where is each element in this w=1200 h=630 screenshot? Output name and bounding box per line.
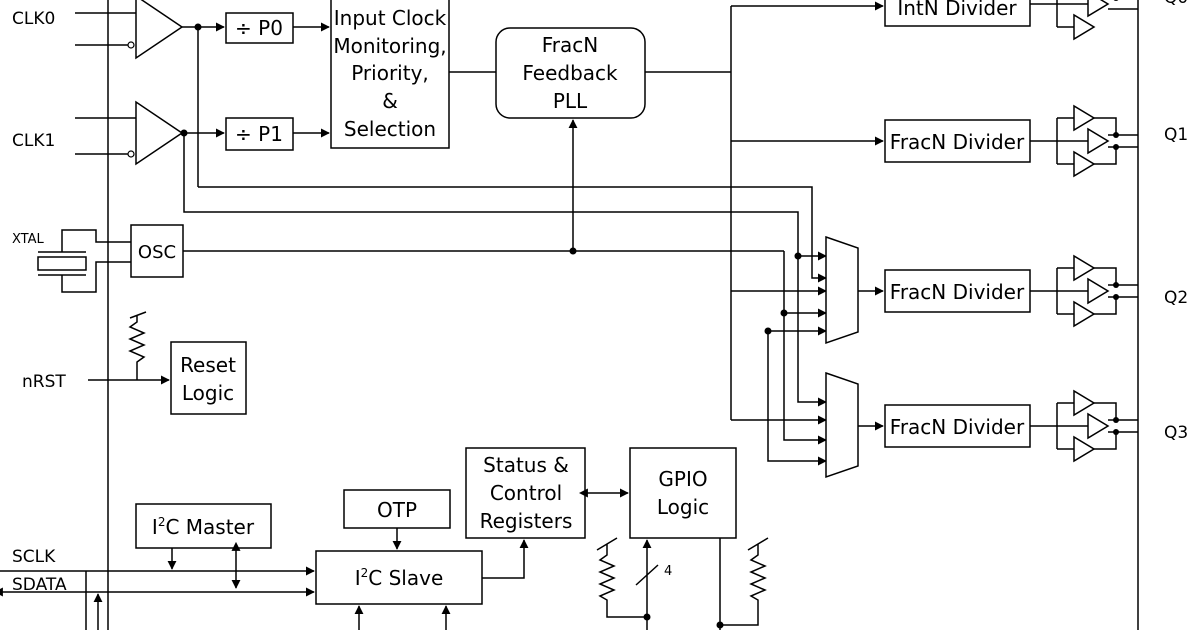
mux-b-input-4-wire [767,331,827,466]
input-clock-line-4: & [382,89,398,113]
input-clock-line-5: Selection [344,117,436,141]
status-control-registers-block [465,447,586,539]
gpio-input-pullup-resistor [596,537,647,618]
osc-to-mux-b-wire [783,251,827,445]
q3-label: Q3 [1164,423,1188,443]
input-clock-line-2: Monitoring, [333,34,446,58]
gpio-bus-width-label: 4 [664,564,672,579]
fracn-divider-q1-block [884,119,1031,163]
reset-logic-block [170,341,247,415]
i2c-slave-label: I2C Slave [355,566,444,590]
clk1-to-mux-b-wire [183,133,827,407]
crystal-top-wire [61,229,131,252]
intn-divider-block [884,0,1031,27]
fracn-divider-q3-label: FracN Divider [890,415,1025,439]
gpio-bus-slash [635,564,659,586]
fracn-divider-q2-label: FracN Divider [890,280,1025,304]
p0-label: ÷ P0 [235,16,283,40]
status-line-3: Registers [480,509,573,533]
i2c-master-label: I2C Master [152,515,255,539]
clk0-inv-bubble [127,41,135,49]
pll-line-1: FracN [542,33,598,57]
clk1-label: CLK1 [12,131,55,151]
q1-output-drivers [1030,104,1138,178]
input-clock-monitor-block [330,0,450,149]
q2-output-drivers [1030,254,1138,328]
pll-block [495,27,646,119]
gpio-line-2: Logic [657,495,709,519]
clk0-buffer [135,0,184,60]
q2-label: Q2 [1164,288,1188,308]
osc-block [130,224,184,278]
clk1-inv-bubble [127,150,135,158]
status-line-2: Control [490,481,562,505]
gpio-line-1: GPIO [658,467,707,491]
nrst-pullup-resistor [128,311,147,380]
otp-label: OTP [377,498,417,522]
gpio-logic-block [629,447,737,539]
mux-a [825,235,859,345]
p0-divider-block [225,12,294,44]
clk0-to-mux-a-wire [198,186,827,283]
pll-line-3: PLL [553,89,588,113]
nrst-label: nRST [22,372,66,392]
input-clock-line-3: Priority, [351,61,429,85]
reset-logic-line-2: Logic [182,381,234,405]
fracn-divider-q3-block [884,404,1031,448]
pll-line-2: Feedback [522,61,618,85]
reset-logic-line-1: Reset [180,353,236,377]
status-line-1: Status & [483,453,569,477]
p1-divider-block [225,117,294,151]
gpio-output-pullup-resistor [720,537,769,626]
q1-label: Q1 [1164,125,1188,145]
fracn-divider-q1-label: FracN Divider [890,130,1025,154]
p1-label: ÷ P1 [235,122,283,146]
input-clock-line-1: Input Clock [334,6,447,30]
q3-output-drivers [1030,389,1138,463]
clk1-buffer [135,100,184,166]
fracn-divider-q2-block [884,269,1031,313]
otp-block [343,489,451,529]
q0-output-drivers [1030,0,1138,41]
osc-label: OSC [138,242,176,263]
mux-b [825,371,859,479]
q0-label: Q0 [1164,0,1188,8]
crystal-bottom-wire [61,261,131,293]
crystal-body [37,256,87,271]
xtal-label: XTAL [12,232,45,247]
intn-divider-label: IntN Divider [897,0,1017,20]
i2c-slave-to-status-wire [482,539,529,579]
clk0-label: CLK0 [12,9,55,29]
i2c-master-block [135,503,272,549]
sclk-label: SCLK [12,547,56,567]
